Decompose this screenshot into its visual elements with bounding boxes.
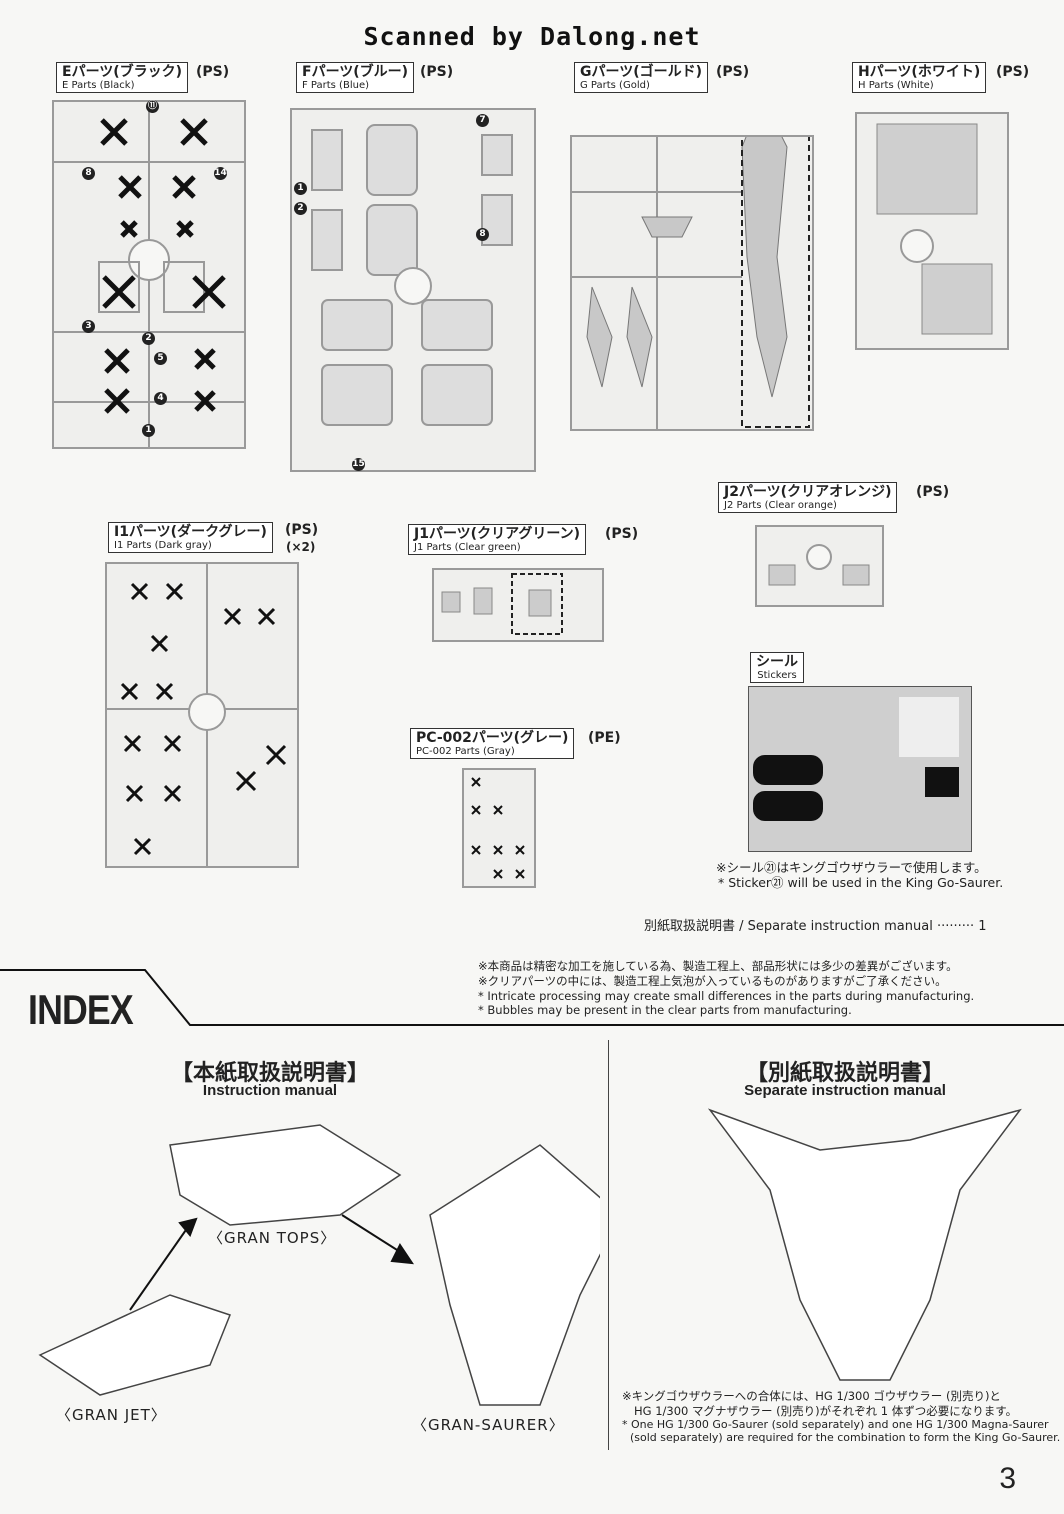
f-num-1: 1 <box>294 182 307 195</box>
pc-parts-runner <box>462 768 536 888</box>
separate-manual-line: 別紙取扱説明書 / Separate instruction manual ··… <box>644 919 987 934</box>
f-num-15: 15 <box>352 458 365 471</box>
gran-saurer-label: 〈GRAN-SAURER〉 <box>412 1416 565 1434</box>
g-parts-ps: (PS) <box>716 64 750 80</box>
i1-parts-label: I1パーツ(ダークグレー) I1 Parts (Dark gray) <box>108 522 273 554</box>
e-runner-drawing <box>54 102 244 447</box>
stickers-jp: シール <box>756 654 798 670</box>
pc-runner-drawing <box>471 777 525 879</box>
f-runner-drawing <box>311 124 513 426</box>
instruction-manual-en: Instruction manual <box>202 1082 338 1099</box>
i1-runner-drawing <box>107 564 297 866</box>
g-parts-jp: Gパーツ(ゴールド) <box>580 64 703 80</box>
f-num-2: 2 <box>294 202 307 215</box>
combo-note-4: (sold separately) are required for the c… <box>630 1431 1061 1444</box>
pc-parts-label: PC-002パーツ(グレー) PC-002 Parts (Gray) <box>410 728 575 760</box>
e-num-8: 8 <box>82 167 95 180</box>
f-num-8: 8 <box>476 228 489 241</box>
g-runner-drawing <box>572 137 810 429</box>
gran-tops-sketch <box>169 1124 402 1226</box>
gran-jet-label: 〈GRAN JET〉 <box>56 1406 167 1424</box>
j2-parts-jp: J2パーツ(クリアオレンジ) <box>724 484 892 500</box>
h-parts-label: Hパーツ(ホワイト) H Parts (White) <box>852 62 987 94</box>
sticker-sheet-drawing <box>753 697 959 821</box>
j2-runner-drawing <box>768 544 870 586</box>
e-parts-en: E Parts (Black) <box>62 80 135 92</box>
e-parts-ps: (PS) <box>196 64 230 80</box>
h-runner-drawing <box>876 123 993 335</box>
e-num-4: 4 <box>154 392 167 405</box>
f-parts-ps: (PS) <box>420 64 454 80</box>
e-num-5: 5 <box>154 352 167 365</box>
f-parts-runner: 1 2 7 8 15 <box>290 108 536 472</box>
page-number: 3 <box>999 1462 1016 1495</box>
i1-parts-runner <box>105 562 299 868</box>
stickers-label: シール Stickers <box>750 652 804 684</box>
h-parts-runner <box>855 112 1009 350</box>
j2-parts-runner <box>755 525 884 607</box>
index-title: INDEX <box>28 986 134 1033</box>
mfg-note-2: ※クリアパーツの中には、製造工程上気泡が入っているものがありますがご了承ください… <box>478 974 947 988</box>
instruction-manual-jp: 【本紙取扱説明書】 <box>170 1061 369 1086</box>
combo-note-3: * One HG 1/300 Go-Saurer (sold separatel… <box>622 1418 1049 1431</box>
h-parts-ps: (PS) <box>996 64 1030 80</box>
j1-parts-label: J1パーツ(クリアグリーン) J1 Parts (Clear green) <box>408 524 587 556</box>
sticker-note-jp: ※シール㉑はキングゴウザウラーで使用します。 <box>716 860 987 875</box>
mfg-note-1: ※本商品は精密な加工を施している為、製造工程上、部品形状には多少の差異がございま… <box>478 959 958 973</box>
h-parts-jp: Hパーツ(ホワイト) <box>858 64 981 80</box>
e-parts-runner: ⑪ 8 14 3 2 5 4 1 <box>52 100 246 449</box>
gran-jet-sketch <box>38 1294 231 1396</box>
index-banner-lines <box>0 969 1064 1026</box>
e-parts-jp: Eパーツ(ブラック) <box>62 64 183 80</box>
f-num-7: 7 <box>476 114 489 127</box>
f-parts-jp: Fパーツ(ブルー) <box>302 64 409 80</box>
j1-parts-en: J1 Parts (Clear green) <box>414 542 521 554</box>
e-num-11: ⑪ <box>146 100 159 113</box>
separate-manual-jp: 【別紙取扱説明書】 <box>745 1061 944 1086</box>
scanner-credit: Scanned by Dalong.net <box>363 22 701 51</box>
i1-parts-qty: (×2) <box>286 540 316 554</box>
i1-parts-ps: (PS) <box>285 522 319 538</box>
e-num-2: 2 <box>142 332 155 345</box>
e-num-1: 1 <box>142 424 155 437</box>
gran-saurer-sketch <box>429 1144 600 1406</box>
j2-parts-ps: (PS) <box>916 484 950 500</box>
pc-parts-jp: PC-002パーツ(グレー) <box>416 730 569 746</box>
e-num-3: 3 <box>82 320 95 333</box>
g-parts-runner <box>570 135 814 431</box>
king-go-saurer-drawing <box>707 1108 1022 1381</box>
sticker-sheet <box>748 686 972 852</box>
gran-tops-label: 〈GRAN TOPS〉 <box>208 1229 337 1247</box>
pc-parts-en: PC-002 Parts (Gray) <box>416 746 515 758</box>
j1-parts-runner <box>432 568 604 642</box>
e-parts-label: Eパーツ(ブラック) E Parts (Black) <box>56 62 189 94</box>
gran-robots-drawing <box>38 1124 600 1406</box>
j2-parts-label: J2パーツ(クリアオレンジ) J2 Parts (Clear orange) <box>718 482 898 514</box>
e-num-14: 14 <box>214 167 227 180</box>
i1-parts-en: I1 Parts (Dark gray) <box>114 540 212 552</box>
mfg-note-4: * Bubbles may be present in the clear pa… <box>478 1003 852 1017</box>
stickers-en: Stickers <box>757 670 797 682</box>
index-divider <box>608 1040 609 1450</box>
sticker-note-en: * Sticker㉑ will be used in the King Go-S… <box>718 875 1004 890</box>
pc-parts-ps: (PE) <box>588 730 621 746</box>
g-parts-label: Gパーツ(ゴールド) G Parts (Gold) <box>574 62 709 94</box>
j1-runner-drawing <box>441 573 563 635</box>
j2-parts-en: J2 Parts (Clear orange) <box>724 500 837 512</box>
h-parts-en: H Parts (White) <box>858 80 934 92</box>
j1-parts-jp: J1パーツ(クリアグリーン) <box>414 526 581 542</box>
g-parts-en: G Parts (Gold) <box>580 80 650 92</box>
j1-parts-ps: (PS) <box>605 526 639 542</box>
f-parts-label: Fパーツ(ブルー) F Parts (Blue) <box>296 62 415 94</box>
combo-note-1: ※キングゴウザウラーへの合体には、HG 1/300 ゴウザウラー (別売り)と <box>622 1389 1001 1403</box>
f-parts-en: F Parts (Blue) <box>302 80 369 92</box>
combo-note-2: HG 1/300 マグナザウラー (別売り)がそれぞれ 1 体ずつ必要になります… <box>634 1404 1018 1418</box>
i1-parts-jp: I1パーツ(ダークグレー) <box>114 524 267 540</box>
separate-manual-en: Separate instruction manual <box>744 1082 946 1099</box>
mfg-note-3: * Intricate processing may create small … <box>478 989 975 1003</box>
